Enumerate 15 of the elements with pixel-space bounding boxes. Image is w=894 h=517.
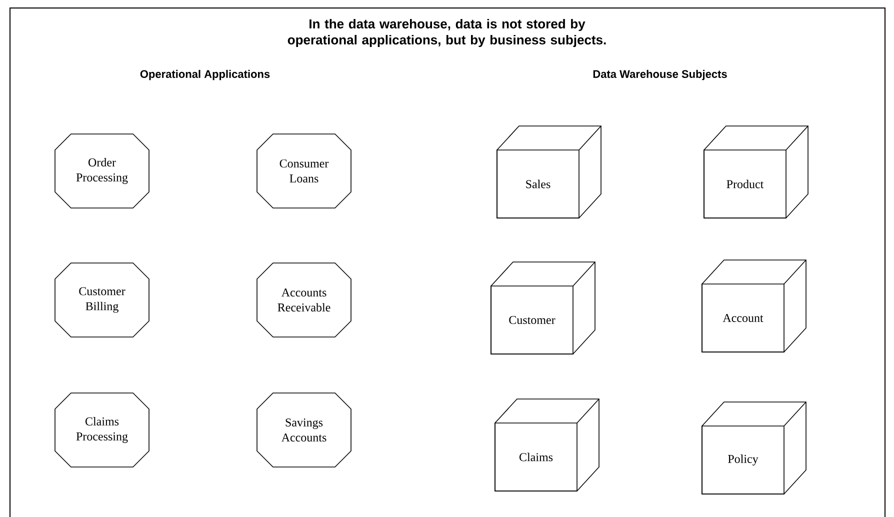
subject-cube: Policy (702, 402, 806, 494)
subject-cube: Customer (490, 262, 596, 354)
subject-cube: Sales (496, 126, 602, 218)
process-octagon: Customer Billing (54, 262, 150, 338)
title: In the data warehouse, data is not stored by operational applications, but by business subjects. (288, 18, 606, 48)
process-octagon: Consumer Loans (256, 134, 352, 208)
process-octagon: Order Processing (54, 134, 150, 208)
column-heading: Data Warehouse Subjects (593, 70, 727, 80)
subject-cube: Claims (494, 398, 600, 492)
subject-cube: Account (702, 260, 806, 352)
process-octagon: Savings Accounts (256, 392, 352, 468)
column-heading: Operational Applications (140, 70, 270, 80)
process-octagon: Claims Processing (54, 392, 150, 468)
subject-cube: Product (704, 126, 808, 218)
process-octagon: Accounts Receivable (256, 262, 352, 338)
